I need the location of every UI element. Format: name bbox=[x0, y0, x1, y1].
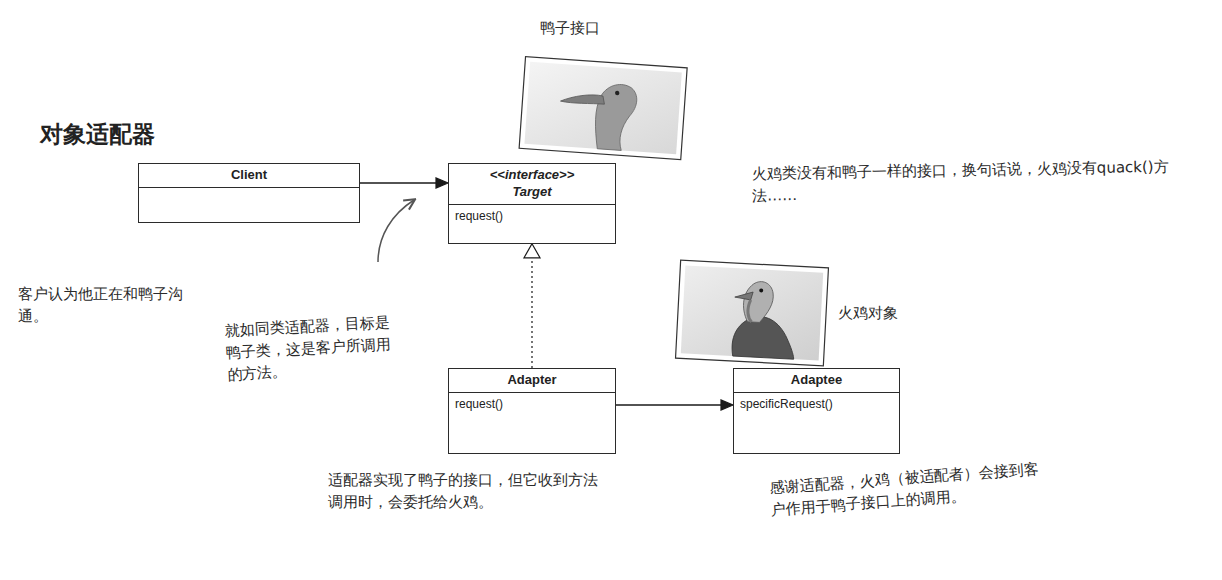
realization-arrow bbox=[524, 244, 540, 368]
diagram-title: 对象适配器 bbox=[40, 118, 155, 151]
uml-class-box: Client bbox=[138, 163, 360, 223]
annotation-note: 适配器实现了鸭子的接口，但它收到方法调用时，会委托给火鸡。 bbox=[328, 470, 600, 514]
class-header: Client bbox=[139, 164, 359, 188]
uml-class-box: Adaptee specificRequest() bbox=[733, 368, 900, 454]
uml-class-box: Adapter request() bbox=[448, 368, 616, 454]
connector-line bbox=[531, 258, 532, 368]
class-body: request() bbox=[449, 393, 615, 453]
connector-line bbox=[616, 404, 721, 406]
association-arrow bbox=[616, 400, 733, 410]
class-name: Adapter bbox=[455, 372, 609, 389]
class-header: Adapter bbox=[449, 369, 615, 393]
annotation-note: 火鸡对象 bbox=[838, 303, 948, 325]
annotation-note: 客户认为他正在和鸭子沟通。 bbox=[18, 284, 183, 328]
class-body: request() bbox=[449, 205, 615, 243]
class-name: Client bbox=[145, 167, 353, 184]
class-body: specificRequest() bbox=[734, 393, 899, 453]
turkey-photo bbox=[676, 260, 829, 366]
class-body bbox=[139, 188, 359, 222]
class-header: Adaptee bbox=[734, 369, 899, 393]
arrow-head bbox=[721, 400, 733, 410]
annotation-note: 鸭子接口 bbox=[540, 18, 660, 40]
pointer-arrow bbox=[378, 200, 414, 262]
annotation-note: 感谢适配器，火鸡（被适配者）会接到客户作用于鸭子接口上的调用。 bbox=[769, 458, 1051, 521]
method-name: request() bbox=[455, 396, 609, 413]
class-name: Target bbox=[455, 184, 609, 201]
association-arrow bbox=[360, 178, 448, 188]
arrow-head bbox=[524, 244, 540, 258]
annotation-note: 就如同类适配器，目标是鸭子类，这是客户所调用的方法。 bbox=[224, 311, 405, 385]
class-name: <<interface>> bbox=[455, 167, 609, 184]
class-header: <<interface>>Target bbox=[449, 164, 615, 205]
annotation-note: 火鸡类没有和鸭子一样的接口，换句话说，火鸡没有quack()方法…… bbox=[752, 156, 1193, 207]
duck-photo bbox=[519, 57, 687, 160]
method-name: specificRequest() bbox=[740, 396, 893, 413]
method-name: request() bbox=[455, 208, 609, 225]
class-name: Adaptee bbox=[740, 372, 893, 389]
uml-class-box: <<interface>>Target request() bbox=[448, 163, 616, 244]
connector-line bbox=[360, 182, 436, 184]
arrow-head bbox=[436, 178, 448, 188]
